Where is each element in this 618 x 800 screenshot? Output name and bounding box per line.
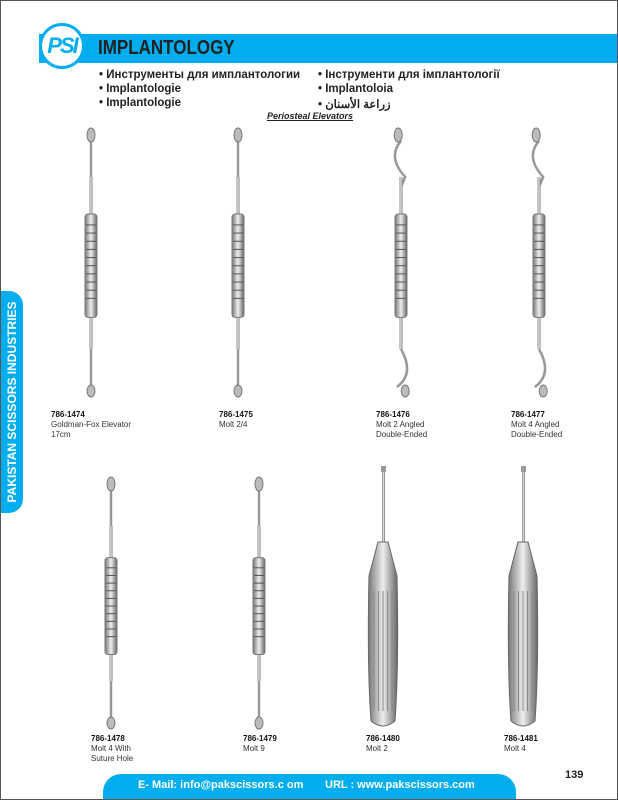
language-item: Инструменты для имплантологии <box>99 69 300 81</box>
instrument-image <box>393 127 410 398</box>
header-bar <box>39 34 617 63</box>
instrument-image <box>231 127 245 398</box>
language-item: Implantologie <box>99 83 181 95</box>
footer-url[interactable]: URL : www.pakscissors.com <box>325 779 475 791</box>
instrument-image <box>84 127 98 398</box>
instrument-image <box>367 466 399 727</box>
footer-bar: E- Mail: info@pakscissors.c om URL : www… <box>103 774 516 799</box>
footer-email[interactable]: E- Mail: info@pakscissors.c om <box>138 779 304 791</box>
instrument-image <box>531 127 548 398</box>
language-item: Implantologie <box>99 97 181 109</box>
instrument-image <box>507 466 539 727</box>
instrument-image <box>104 476 118 730</box>
logo-text: PSI <box>47 33 79 58</box>
instrument-image <box>252 476 266 730</box>
language-item: Implantoloia <box>318 83 393 95</box>
page-number: 139 <box>565 769 584 781</box>
section-subtitle: Periosteal Elevators <box>266 111 354 121</box>
language-item: زراعة الأسنان <box>318 97 390 111</box>
side-tab: PAKISTAN SCISSORS INDUSTRIES <box>1 291 23 513</box>
side-tab-label: PAKISTAN SCISSORS INDUSTRIES <box>5 301 19 503</box>
page-title: IMPLANTOLOGY <box>98 37 235 59</box>
psi-logo: PSI <box>39 23 85 69</box>
language-item: Інструменти для імплантології <box>318 69 499 81</box>
